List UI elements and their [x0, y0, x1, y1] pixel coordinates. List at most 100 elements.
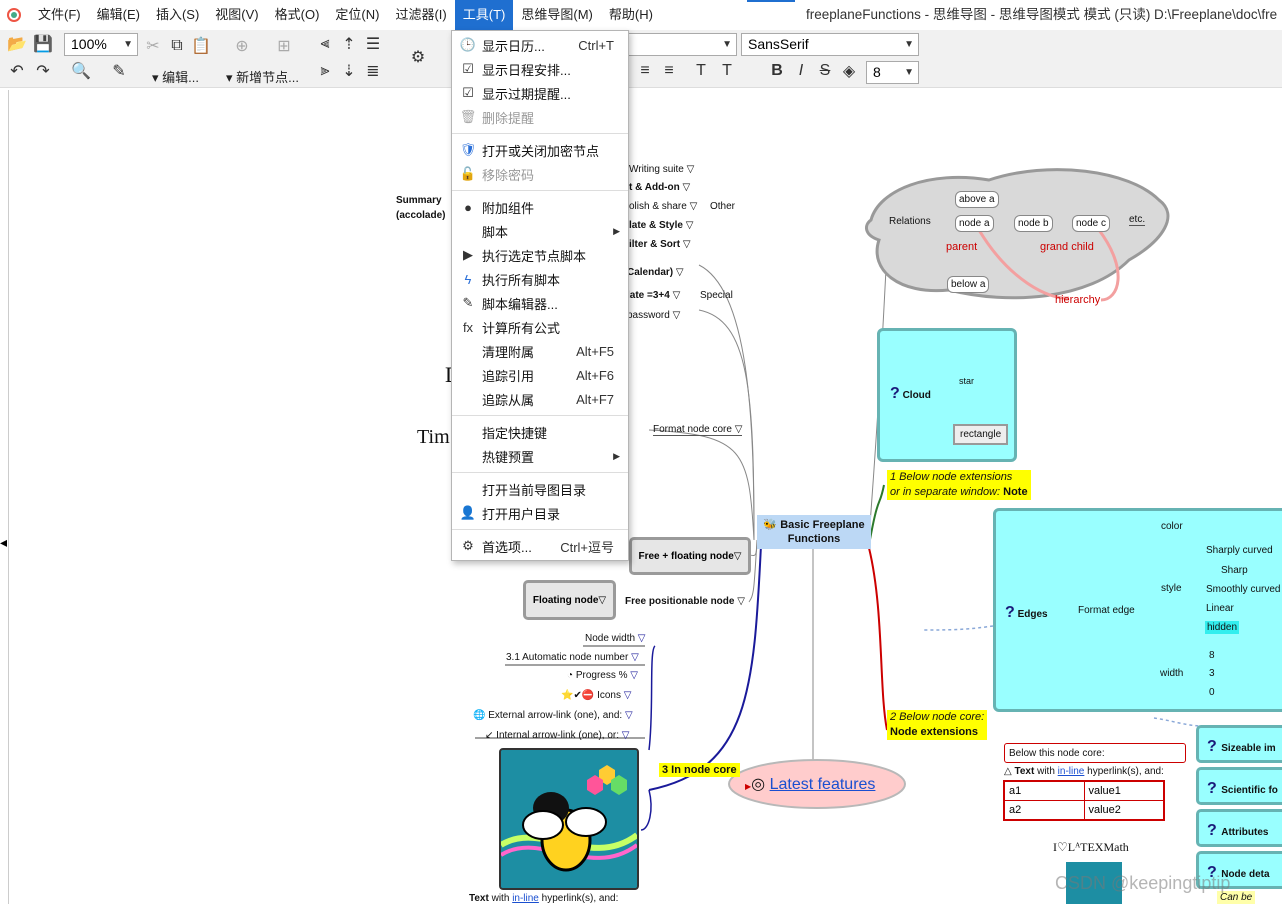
special-child-node[interactable]: Calendar) ▽	[627, 267, 684, 278]
below-core-node[interactable]: 2 Below node core: Node extensions	[887, 710, 988, 740]
style-combo[interactable]: ▼	[629, 33, 737, 56]
edge-width-node[interactable]: 3	[1209, 668, 1215, 679]
font-family-combo[interactable]: SansSerif▼	[741, 33, 919, 56]
left-item-node[interactable]: 🌐 External arrow-link (one), and: ▽	[473, 710, 633, 721]
summary-node[interactable]: Summary (accolade)	[396, 193, 445, 223]
cloud-node[interactable]: ? Cloud	[890, 385, 931, 403]
strikethrough-icon[interactable]: S	[819, 62, 831, 79]
edge-style-node[interactable]: Sharp	[1221, 565, 1248, 576]
menu-3[interactable]: 视图(V)	[215, 7, 259, 22]
node-c[interactable]: node c	[1072, 215, 1111, 232]
table-cell[interactable]: value2	[1083, 800, 1165, 821]
right-branch-node[interactable]: ? Attributes	[1196, 809, 1282, 847]
edge-width-node[interactable]: 8	[1209, 650, 1215, 661]
tools-menu-item[interactable]: 脚本▶	[452, 219, 628, 243]
tools-menu-item[interactable]: ⚙首选项...Ctrl+逗号	[452, 534, 628, 558]
below-a-node[interactable]: below a	[947, 276, 990, 293]
free-positionable-node[interactable]: Free positionable node ▽	[625, 596, 745, 607]
width-node[interactable]: width	[1160, 668, 1184, 679]
tools-menu-item[interactable]: 🕒显示日历...Ctrl+T	[452, 33, 628, 57]
bee-image-node[interactable]	[499, 748, 639, 890]
text-hyperlink-node-left[interactable]: Text with in-line hyperlink(s), and:	[469, 893, 618, 904]
can-be-node[interactable]: Can be	[1217, 891, 1256, 904]
cloud-node-container[interactable]	[877, 328, 1017, 462]
copy-icon[interactable]: ⧉	[171, 37, 183, 54]
format-node-core-node[interactable]: Format node core ▽	[653, 424, 743, 436]
rectangle-node[interactable]: rectangle	[953, 424, 1009, 445]
right-branch-node[interactable]: ? Node deta	[1196, 851, 1282, 889]
menu-6[interactable]: 过滤器(I)	[395, 7, 447, 22]
star-node[interactable]: star	[959, 376, 975, 386]
right-branch-node[interactable]: ? Sizeable im	[1196, 725, 1282, 763]
menu-9[interactable]: 帮助(H)	[608, 7, 653, 22]
other-child-node[interactable]: late & Style ▽	[629, 220, 693, 231]
sort-icon[interactable]: ☰	[365, 36, 381, 53]
align-right-icon[interactable]: ≡	[664, 62, 674, 79]
table-cell[interactable]: a2	[1003, 800, 1085, 821]
other-child-node[interactable]: t & Add-on ▽	[629, 182, 690, 193]
root-node[interactable]: 🐝 Basic Freeplane Functions	[757, 515, 871, 549]
undo-icon[interactable]: ↶	[10, 63, 24, 80]
latest-features-node[interactable]: ▶◎ Latest features	[745, 774, 875, 794]
tools-menu-item[interactable]: ☑显示日程安排...	[452, 57, 628, 81]
zoom-combo[interactable]: 100%▼	[64, 33, 138, 56]
menu-2[interactable]: 插入(S)	[155, 7, 200, 22]
edge-style-node[interactable]: Smoothly curved	[1206, 584, 1280, 595]
tools-menu-item[interactable]: 打开当前导图目录	[452, 477, 628, 501]
format-brush-icon[interactable]: ✎	[112, 63, 126, 80]
text-hyperlink-left-link[interactable]: in-line	[512, 893, 539, 904]
italic-icon[interactable]: I	[798, 62, 804, 79]
menu-1[interactable]: 编辑(E)	[96, 7, 140, 22]
tools-menu-item[interactable]: 👤打开用户目录	[452, 501, 628, 525]
partial-node-tim[interactable]: Tim	[417, 426, 450, 448]
bold-icon[interactable]: B	[771, 62, 783, 79]
align-icon[interactable]: ⫷	[320, 35, 330, 52]
other-child-node[interactable]: Writing suite ▽	[629, 164, 694, 175]
tools-menu-item[interactable]: 🔓移除密码	[452, 162, 628, 186]
special-branch-node[interactable]: Special	[700, 290, 733, 301]
other-child-node[interactable]: ilter & Sort ▽	[629, 239, 691, 250]
edge-style-node[interactable]: Linear	[1206, 603, 1234, 614]
edit-menu-button[interactable]: ▾ 编辑...	[152, 70, 199, 85]
left-item-node[interactable]: 3.1 Automatic node number ▽	[506, 652, 639, 663]
save-icon[interactable]: 💾	[33, 36, 53, 53]
edges-node[interactable]: ? Edges	[1005, 604, 1048, 622]
new-node-menu-button[interactable]: ▾ 新增节点...	[226, 70, 299, 85]
search-icon[interactable]: 🔍	[71, 63, 91, 80]
tools-menu-item[interactable]: ✎脚本编辑器...	[452, 291, 628, 315]
edge-width-node[interactable]: 0	[1209, 687, 1215, 698]
special-child-node[interactable]: password ▽	[627, 310, 680, 321]
left-item-node[interactable]: Node width ▽	[585, 633, 646, 644]
menu-8[interactable]: 思维导图(M)	[521, 7, 593, 22]
list-icon[interactable]: ≣	[366, 63, 380, 80]
left-item-node[interactable]: ↙ Internal arrow-link (one), or: ▽	[485, 730, 629, 741]
move-up-icon[interactable]: ⇡	[342, 36, 356, 53]
table-cell[interactable]: value1	[1083, 780, 1165, 801]
menu-0[interactable]: 文件(F)	[38, 7, 81, 22]
scripts-icon[interactable]: ⚙	[410, 49, 426, 66]
edge-style-node[interactable]: Sharply curved	[1206, 545, 1273, 556]
paste-icon[interactable]: 📋	[191, 38, 211, 55]
note-node[interactable]: 1 Below node extensions or in separate w…	[887, 470, 1031, 500]
align-center-icon[interactable]: ≡	[640, 62, 650, 79]
below-this-node[interactable]: Below this node core:	[1004, 743, 1186, 763]
splitter-handle-icon[interactable]: ◂	[0, 534, 8, 550]
tools-menu-item[interactable]: 🗑删除提醒	[452, 105, 628, 129]
tools-menu-item[interactable]: ▶执行选定节点脚本	[452, 243, 628, 267]
text-style-icon[interactable]: T	[696, 62, 706, 79]
mindmap-canvas[interactable]: Summary (accolade) D Tim Writing suite ▽…	[8, 90, 1282, 904]
relations-node[interactable]: Relations	[889, 216, 931, 227]
other-branch-node[interactable]: Other	[710, 201, 736, 212]
latex-node[interactable]: I♡LᴬTEXMath	[1053, 840, 1129, 854]
free-floating-node[interactable]: Free + floating node▽	[629, 537, 751, 575]
redo-icon[interactable]: ↷	[36, 63, 50, 80]
in-node-core-node[interactable]: 3 In node core	[659, 763, 740, 777]
menu-7[interactable]: 工具(T)	[454, 0, 514, 30]
special-child-node[interactable]: late =3+4 ▽	[627, 290, 680, 301]
tools-menu-item[interactable]: ☑显示过期提醒...	[452, 81, 628, 105]
move-down-icon[interactable]: ⇣	[342, 63, 356, 80]
